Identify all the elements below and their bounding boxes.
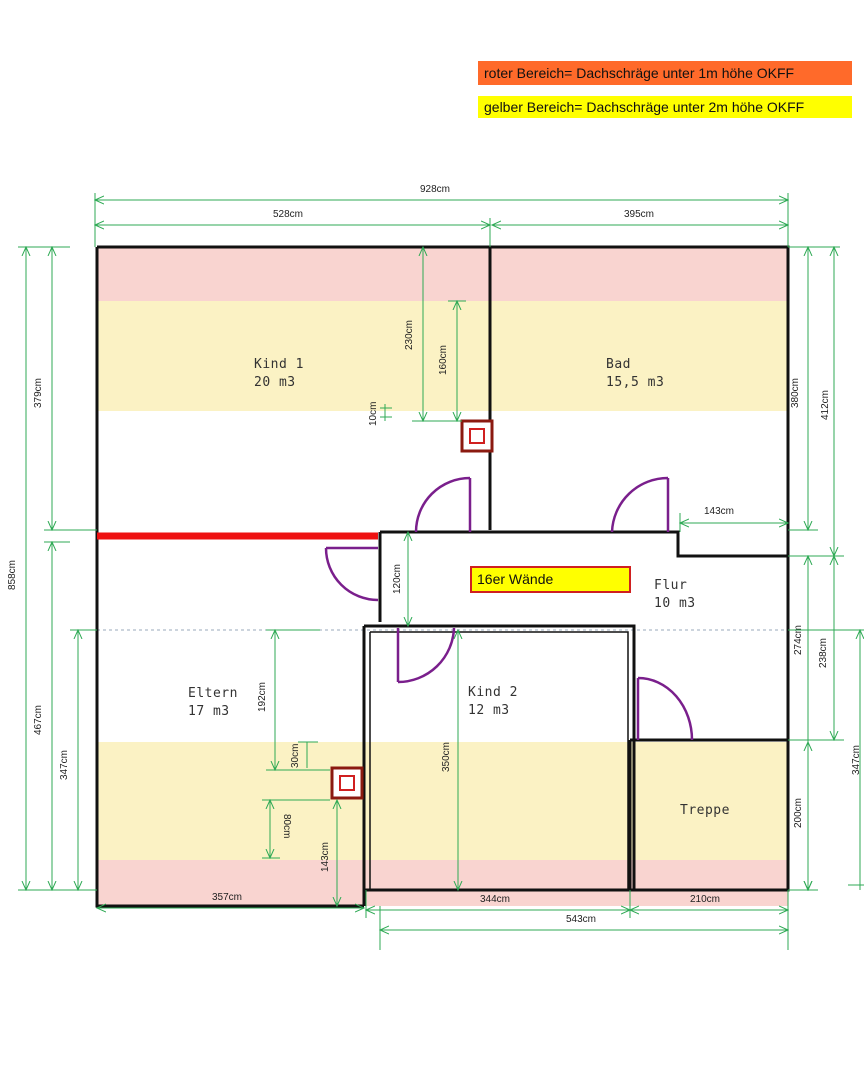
dim-380: 380cm [790,378,801,408]
chimney-bottom [330,766,364,800]
dim-160: 160cm [438,345,449,375]
dim-350: 350cm [441,742,452,772]
room-kind2-name: Kind 2 [468,685,518,700]
yellow-zone-top [97,301,788,411]
room-kind1-area: 20 m3 [254,375,296,390]
dim-30: 30cm [290,744,301,768]
wall-flur-top [380,530,788,558]
red-zone-bottom [97,860,788,906]
room-eltern-name: Eltern [188,686,238,701]
dim-120: 120cm [392,564,403,594]
dim-143-top: 143cm [704,506,734,517]
dim-230: 230cm [404,320,415,350]
dim-192: 192cm [257,682,268,712]
room-treppe-name: Treppe [680,803,730,818]
dim-200: 200cm [793,798,804,828]
door-kind1 [414,476,472,533]
walls-16-label: 16er Wände [477,571,553,587]
legend-red-zone: roter Bereich= Dachschräge unter 1m höhe… [478,61,852,85]
dim-347-left: 347cm [59,750,70,780]
wall-kind2-outer [362,624,636,906]
room-eltern-area: 17 m3 [188,704,230,719]
dim-379: 379cm [33,378,44,408]
dim-928: 928cm [420,184,450,195]
room-kind2-area: 12 m3 [468,703,510,718]
dim-274: 274cm [793,625,804,655]
doors [324,476,694,741]
dim-858: 858cm [7,560,18,590]
dim-344: 344cm [480,894,510,905]
door-kind2 [396,627,456,684]
dim-357: 357cm [212,892,242,903]
chimney-top [460,419,494,453]
room-labels: Kind 1 20 m3 Bad 15,5 m3 Flur 10 m3 Elte… [188,357,730,818]
room-flur-area: 10 m3 [654,596,696,611]
dim-467: 467cm [33,705,44,735]
dim-143-bottom: 143cm [320,842,331,872]
red-zone-top [97,247,788,301]
dim-412: 412cm [820,390,831,420]
room-bad-area: 15,5 m3 [606,375,664,390]
slope-zones [97,247,788,906]
room-bad-name: Bad [606,357,631,372]
dim-528: 528cm [273,209,303,220]
walls-16-label-box [470,566,631,593]
legend-yellow-zone: gelber Bereich= Dachschräge unter 2m höh… [478,96,852,118]
dim-10: 10cm [368,402,379,426]
dim-238: 238cm [818,638,829,668]
dim-543: 543cm [566,914,596,925]
room-flur-name: Flur [654,578,687,593]
door-treppe [636,676,694,741]
yellow-zone-bottom [97,742,788,860]
dim-395: 395cm [624,209,654,220]
wall-treppe [628,738,788,890]
dim-347-right: 347cm [851,745,862,775]
dimensions: 928cm 528cm 395cm 858cm 379cm 467cm 347c… [7,184,864,950]
door-bad [610,476,670,533]
dim-80: 80cm [281,814,292,838]
door-eltern [324,546,379,602]
dim-210: 210cm [690,894,720,905]
room-kind1-name: Kind 1 [254,357,304,372]
